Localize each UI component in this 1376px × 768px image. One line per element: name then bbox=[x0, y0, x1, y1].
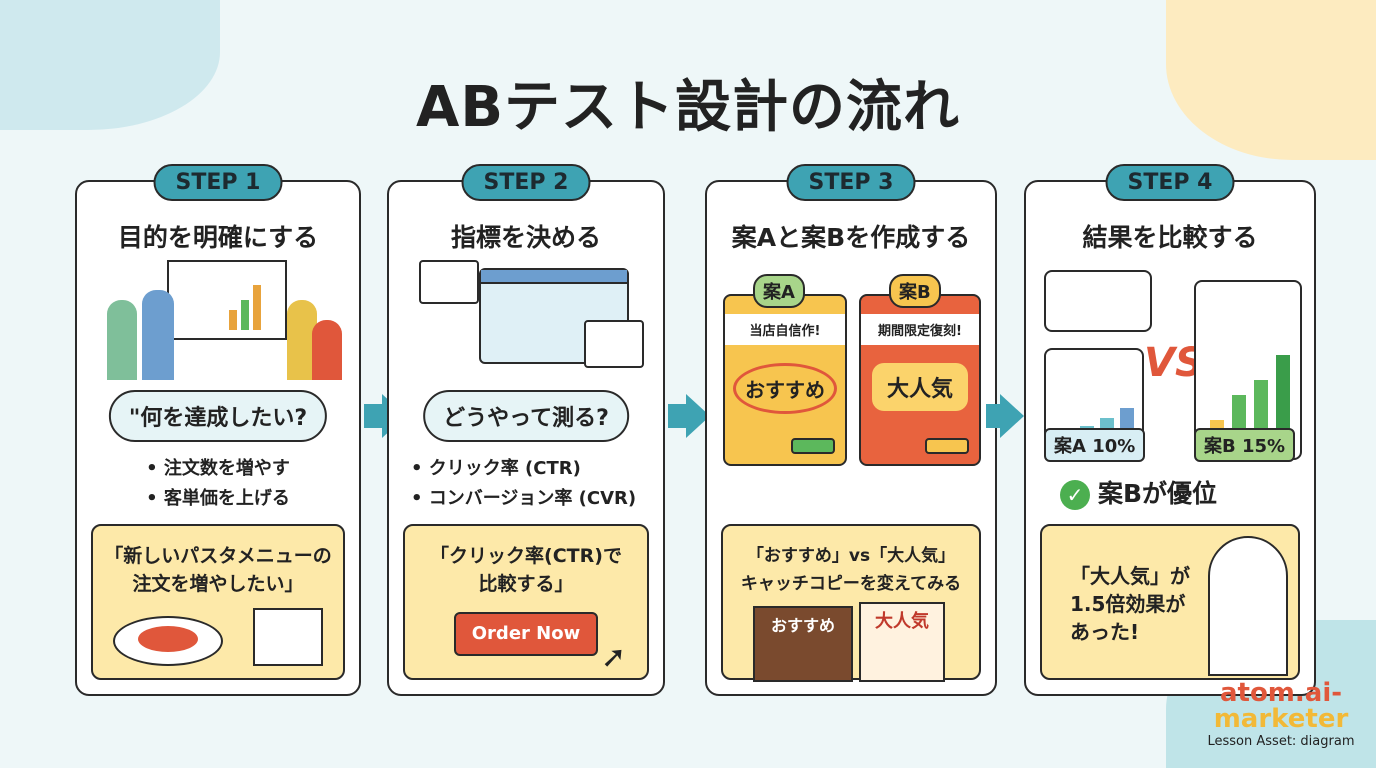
variant-b-card: 案B 期間限定復刻! 大人気 bbox=[859, 274, 981, 466]
bullet-item: • コンバージョン率 (CVR) bbox=[411, 488, 637, 509]
example-note: 「クリック率(CTR)で 比較する」 Order Now ➚ bbox=[403, 524, 649, 680]
flow-arrow bbox=[668, 404, 690, 428]
growth-chart-icon bbox=[253, 608, 323, 666]
step-2-card: STEP 2 指標を決める どうやって測る? • クリック率 (CTR) • コ… bbox=[387, 164, 665, 696]
bullet-list: • クリック率 (CTR) • コンバージョン率 (CVR) bbox=[389, 454, 663, 514]
note-line: 注文を増やしたい」 bbox=[132, 573, 304, 595]
example-note: 「大人気」が 1.5倍効果が あった! bbox=[1040, 524, 1300, 680]
flow-arrow bbox=[364, 404, 386, 428]
step-badge: STEP 3 bbox=[786, 164, 916, 201]
menu-b: 大人気 bbox=[859, 602, 945, 682]
whiteboard-icon bbox=[167, 260, 287, 340]
chef-icon bbox=[1208, 536, 1288, 676]
analytics-dashboard-illustration bbox=[409, 260, 644, 386]
person-icon bbox=[107, 300, 137, 380]
bullet-list: • 注文数を増やす • 客単価を上げる bbox=[77, 454, 359, 514]
variant-b-tag: 案B bbox=[889, 274, 941, 308]
order-now-button[interactable]: Order Now bbox=[453, 612, 599, 656]
pasta-plate-icon bbox=[113, 616, 223, 666]
step-badge: STEP 4 bbox=[1105, 164, 1235, 201]
variant-a-subtitle: 当店自信作! bbox=[725, 314, 845, 345]
bullet-item: • クリック率 (CTR) bbox=[411, 458, 581, 479]
person-icon bbox=[142, 290, 174, 380]
cta-button-icon bbox=[791, 438, 835, 454]
variant-b-subtitle: 期間限定復刻! bbox=[861, 314, 979, 345]
step-3-card: STEP 3 案Aと案Bを作成する 案A 当店自信作! おすすめ 案B 期間限定… bbox=[705, 164, 997, 696]
cta-button-icon bbox=[925, 438, 969, 454]
step-heading: 案Aと案Bを作成する bbox=[731, 223, 971, 252]
variant-a-result: 案A 10% bbox=[1044, 428, 1146, 462]
variant-a-copy: おすすめ bbox=[733, 363, 837, 414]
page-title: ABテスト設計の流れ bbox=[415, 75, 961, 140]
team-presentation-illustration bbox=[97, 260, 342, 386]
variant-a-card: 案A 当店自信作! おすすめ bbox=[723, 274, 847, 466]
bullet-item: • 客単価を上げる bbox=[146, 488, 290, 509]
note-line: 比較する」 bbox=[478, 573, 574, 595]
note-line: 「大人気」が bbox=[1070, 564, 1190, 588]
note-line: あった! bbox=[1070, 620, 1140, 644]
brand-caption: Lesson Asset: diagram bbox=[1207, 734, 1355, 749]
step-heading: 結果を比較する bbox=[1082, 223, 1258, 252]
person-icon bbox=[312, 320, 342, 380]
brand-logo: atom.ai- marketer Lesson Asset: diagram bbox=[1196, 680, 1366, 749]
step-1-card: STEP 1 目的を明確にする "何を達成したい? • 注文数を増やす • 客単… bbox=[75, 164, 361, 696]
note-line: 「新しいパスタメニューの bbox=[104, 545, 332, 567]
variant-b-result: 案B 15% bbox=[1194, 428, 1296, 462]
menu-a: おすすめ bbox=[753, 606, 853, 682]
bullet-item: • 注文数を増やす bbox=[146, 458, 290, 479]
example-note: 「新しいパスタメニューの 注文を増やしたい」 bbox=[91, 524, 345, 680]
speech-bubble: "何を達成したい? bbox=[108, 390, 328, 442]
note-line: 「おすすめ」vs「大人気」 bbox=[746, 546, 956, 566]
note-line: 1.5倍効果が bbox=[1070, 592, 1186, 616]
step-badge: STEP 1 bbox=[153, 164, 283, 201]
brand-line2: marketer bbox=[1213, 704, 1349, 734]
step-heading: 目的を明確にする bbox=[117, 223, 319, 252]
speech-bubble: どうやって測る? bbox=[423, 390, 629, 442]
step-heading: 指標を決める bbox=[450, 223, 601, 252]
browser-chart-icon bbox=[1044, 270, 1152, 332]
variant-a-tag: 案A bbox=[753, 274, 805, 308]
flow-arrow-head bbox=[1000, 394, 1024, 438]
check-circle-icon: ✓ bbox=[1060, 480, 1090, 510]
step-badge: STEP 2 bbox=[461, 164, 591, 201]
step-4-card: STEP 4 結果を比較する 案A 10% VS 案B 15% ✓ 案Bが優位 「… bbox=[1024, 164, 1316, 696]
result-text: 案Bが優位 bbox=[1098, 479, 1218, 508]
cursor-icon: ➚ bbox=[601, 640, 627, 675]
variant-b-copy: 大人気 bbox=[872, 363, 968, 411]
chart-icon bbox=[419, 260, 479, 304]
result-summary: ✓ 案Bが優位 bbox=[1060, 474, 1217, 510]
example-note: 「おすすめ」vs「大人気」 キャッチコピーを変えてみる おすすめ 大人気 bbox=[721, 524, 981, 682]
note-line: キャッチコピーを変えてみる bbox=[740, 574, 962, 594]
vs-label: VS bbox=[1144, 340, 1204, 386]
brand-line1: atom.ai- bbox=[1219, 678, 1343, 708]
note-line: 「クリック率(CTR)で bbox=[430, 545, 622, 567]
bar-chart-icon bbox=[584, 320, 644, 368]
